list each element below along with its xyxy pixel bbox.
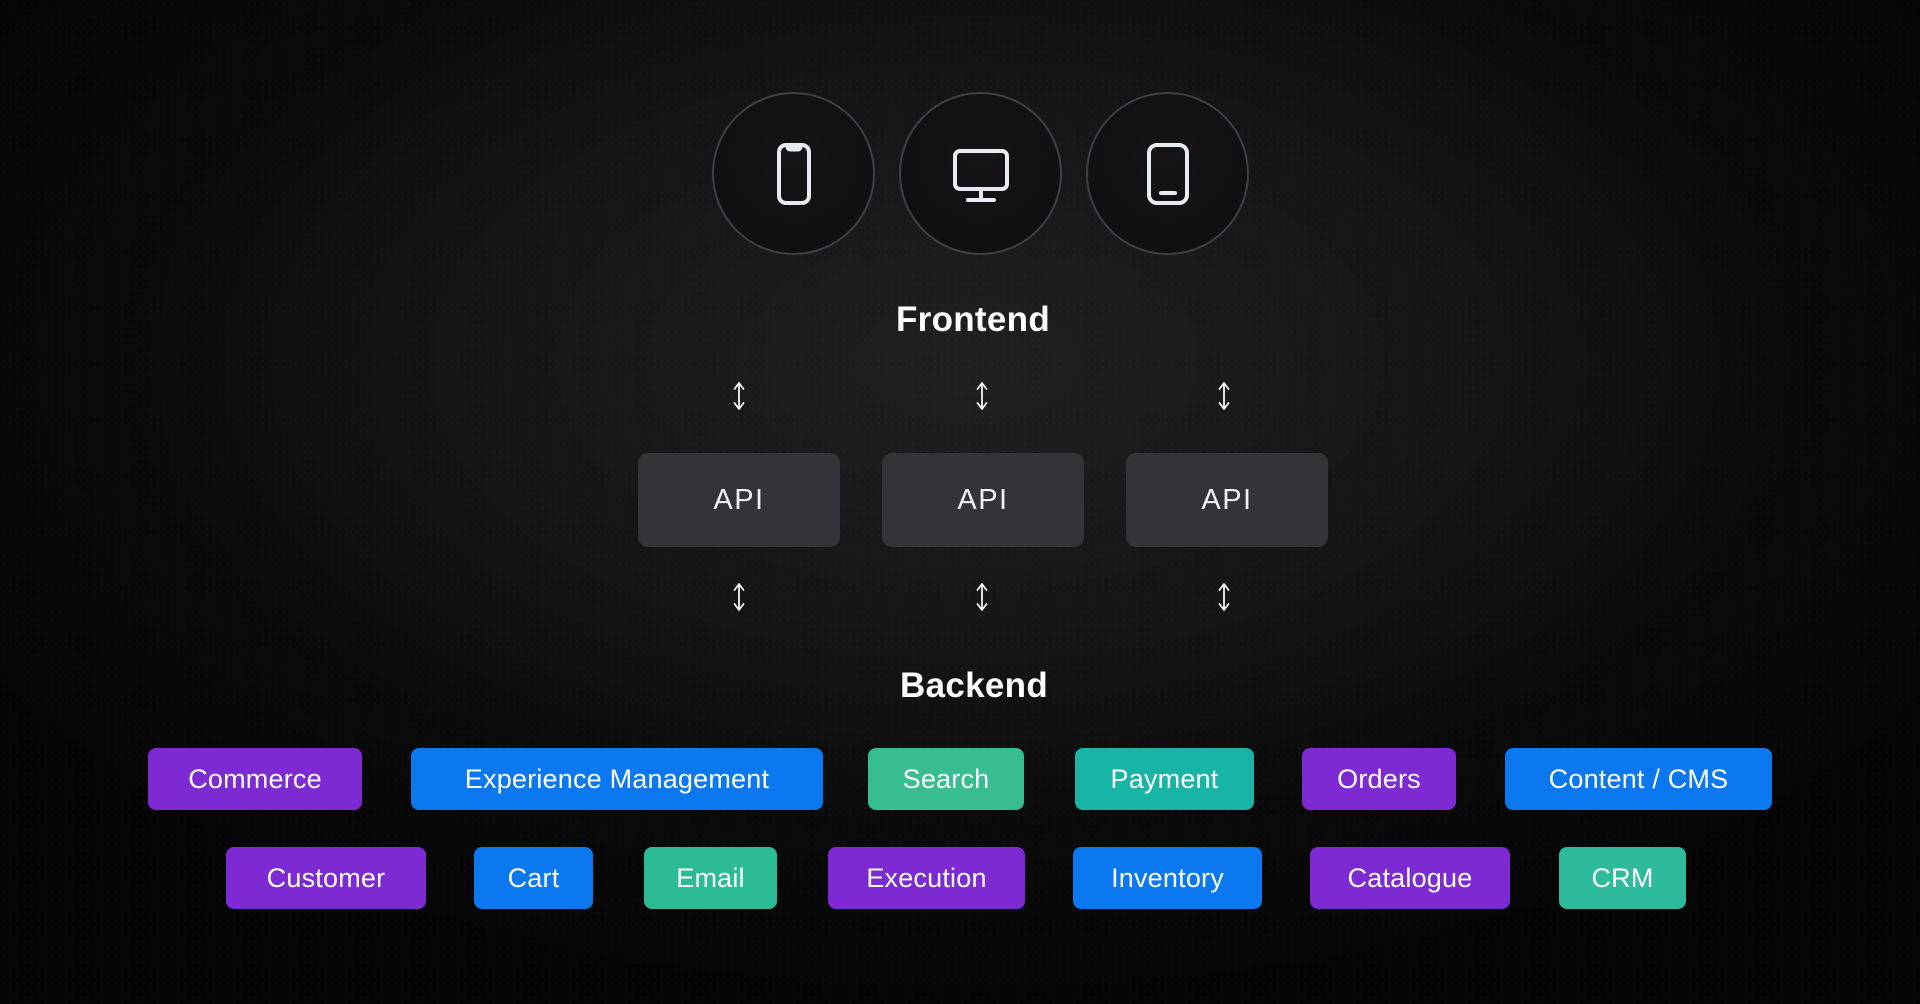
service-pill-email: Email bbox=[644, 847, 777, 909]
service-pill-search: Search bbox=[868, 748, 1024, 810]
service-pill-inventory: Inventory bbox=[1073, 847, 1262, 909]
device-circle-monitor bbox=[899, 92, 1062, 255]
service-pill-content-cms: Content / CMS bbox=[1505, 748, 1772, 810]
api-box: API bbox=[1126, 453, 1328, 547]
device-circle-tablet bbox=[1086, 92, 1249, 255]
bidirectional-arrow-icon bbox=[1215, 378, 1233, 414]
device-circle-phone bbox=[712, 92, 875, 255]
service-pill-execution: Execution bbox=[828, 847, 1025, 909]
monitor-icon bbox=[952, 148, 1009, 202]
api-box: API bbox=[638, 453, 840, 547]
tablet-icon bbox=[1146, 142, 1189, 205]
service-pill-experience-management: Experience Management bbox=[411, 748, 823, 810]
service-pill-orders: Orders bbox=[1302, 748, 1456, 810]
api-box: API bbox=[882, 453, 1084, 547]
service-pill-payment: Payment bbox=[1075, 748, 1254, 810]
frontend-devices bbox=[712, 92, 1249, 255]
api-layer: API API API bbox=[638, 453, 1328, 547]
service-pill-cart: Cart bbox=[474, 847, 593, 909]
frontend-label: Frontend bbox=[895, 300, 1051, 339]
bidirectional-arrow-icon bbox=[973, 378, 991, 414]
backend-label: Backend bbox=[900, 666, 1048, 705]
bidirectional-arrow-icon bbox=[973, 579, 991, 615]
bidirectional-arrow-icon bbox=[1215, 579, 1233, 615]
smartphone-icon bbox=[776, 142, 811, 205]
bidirectional-arrow-icon bbox=[730, 579, 748, 615]
service-pill-commerce: Commerce bbox=[148, 748, 362, 810]
service-pill-customer: Customer bbox=[226, 847, 426, 909]
service-pill-crm: CRM bbox=[1559, 847, 1686, 909]
service-pill-catalogue: Catalogue bbox=[1310, 847, 1510, 909]
bidirectional-arrow-icon bbox=[730, 378, 748, 414]
